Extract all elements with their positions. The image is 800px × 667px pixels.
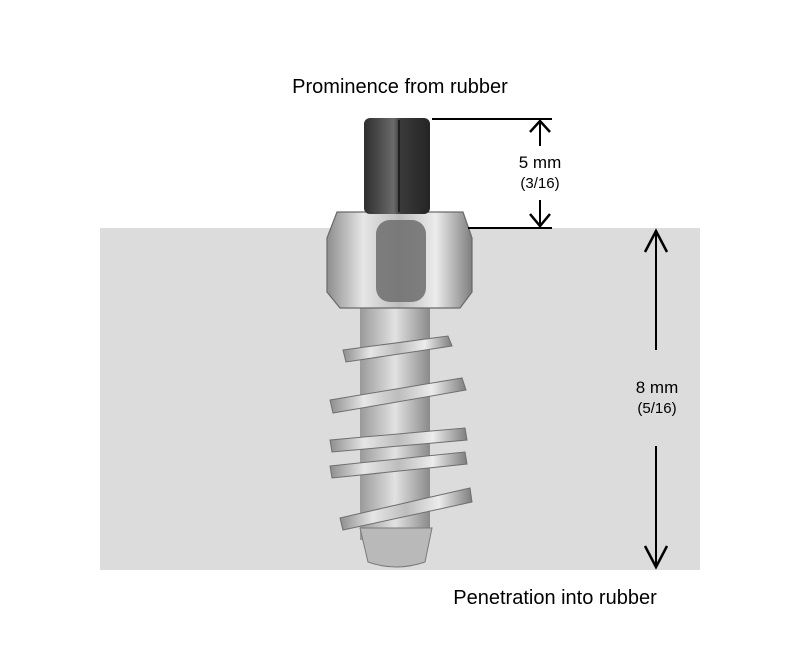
- penetration-measure: 8 mm (5/16): [615, 377, 699, 419]
- prominence-measure: 5 mm (3/16): [498, 152, 582, 194]
- stud-threads: [329, 335, 473, 531]
- penetration-imperial: (5/16): [637, 400, 677, 417]
- prominence-label: Prominence from rubber: [292, 76, 508, 98]
- prominence-imperial: (3/16): [520, 175, 560, 192]
- tire-stud: [326, 118, 473, 568]
- prominence-dimension: [432, 118, 552, 229]
- penetration-metric: 8 mm: [635, 378, 679, 397]
- stud-tip: [359, 527, 433, 568]
- penetration-label: Penetration into rubber: [453, 587, 657, 609]
- penetration-dimension: [643, 228, 669, 570]
- prominence-metric: 5 mm: [518, 153, 562, 172]
- carbide-pin: [364, 118, 430, 214]
- hex-face-shadow: [376, 220, 426, 302]
